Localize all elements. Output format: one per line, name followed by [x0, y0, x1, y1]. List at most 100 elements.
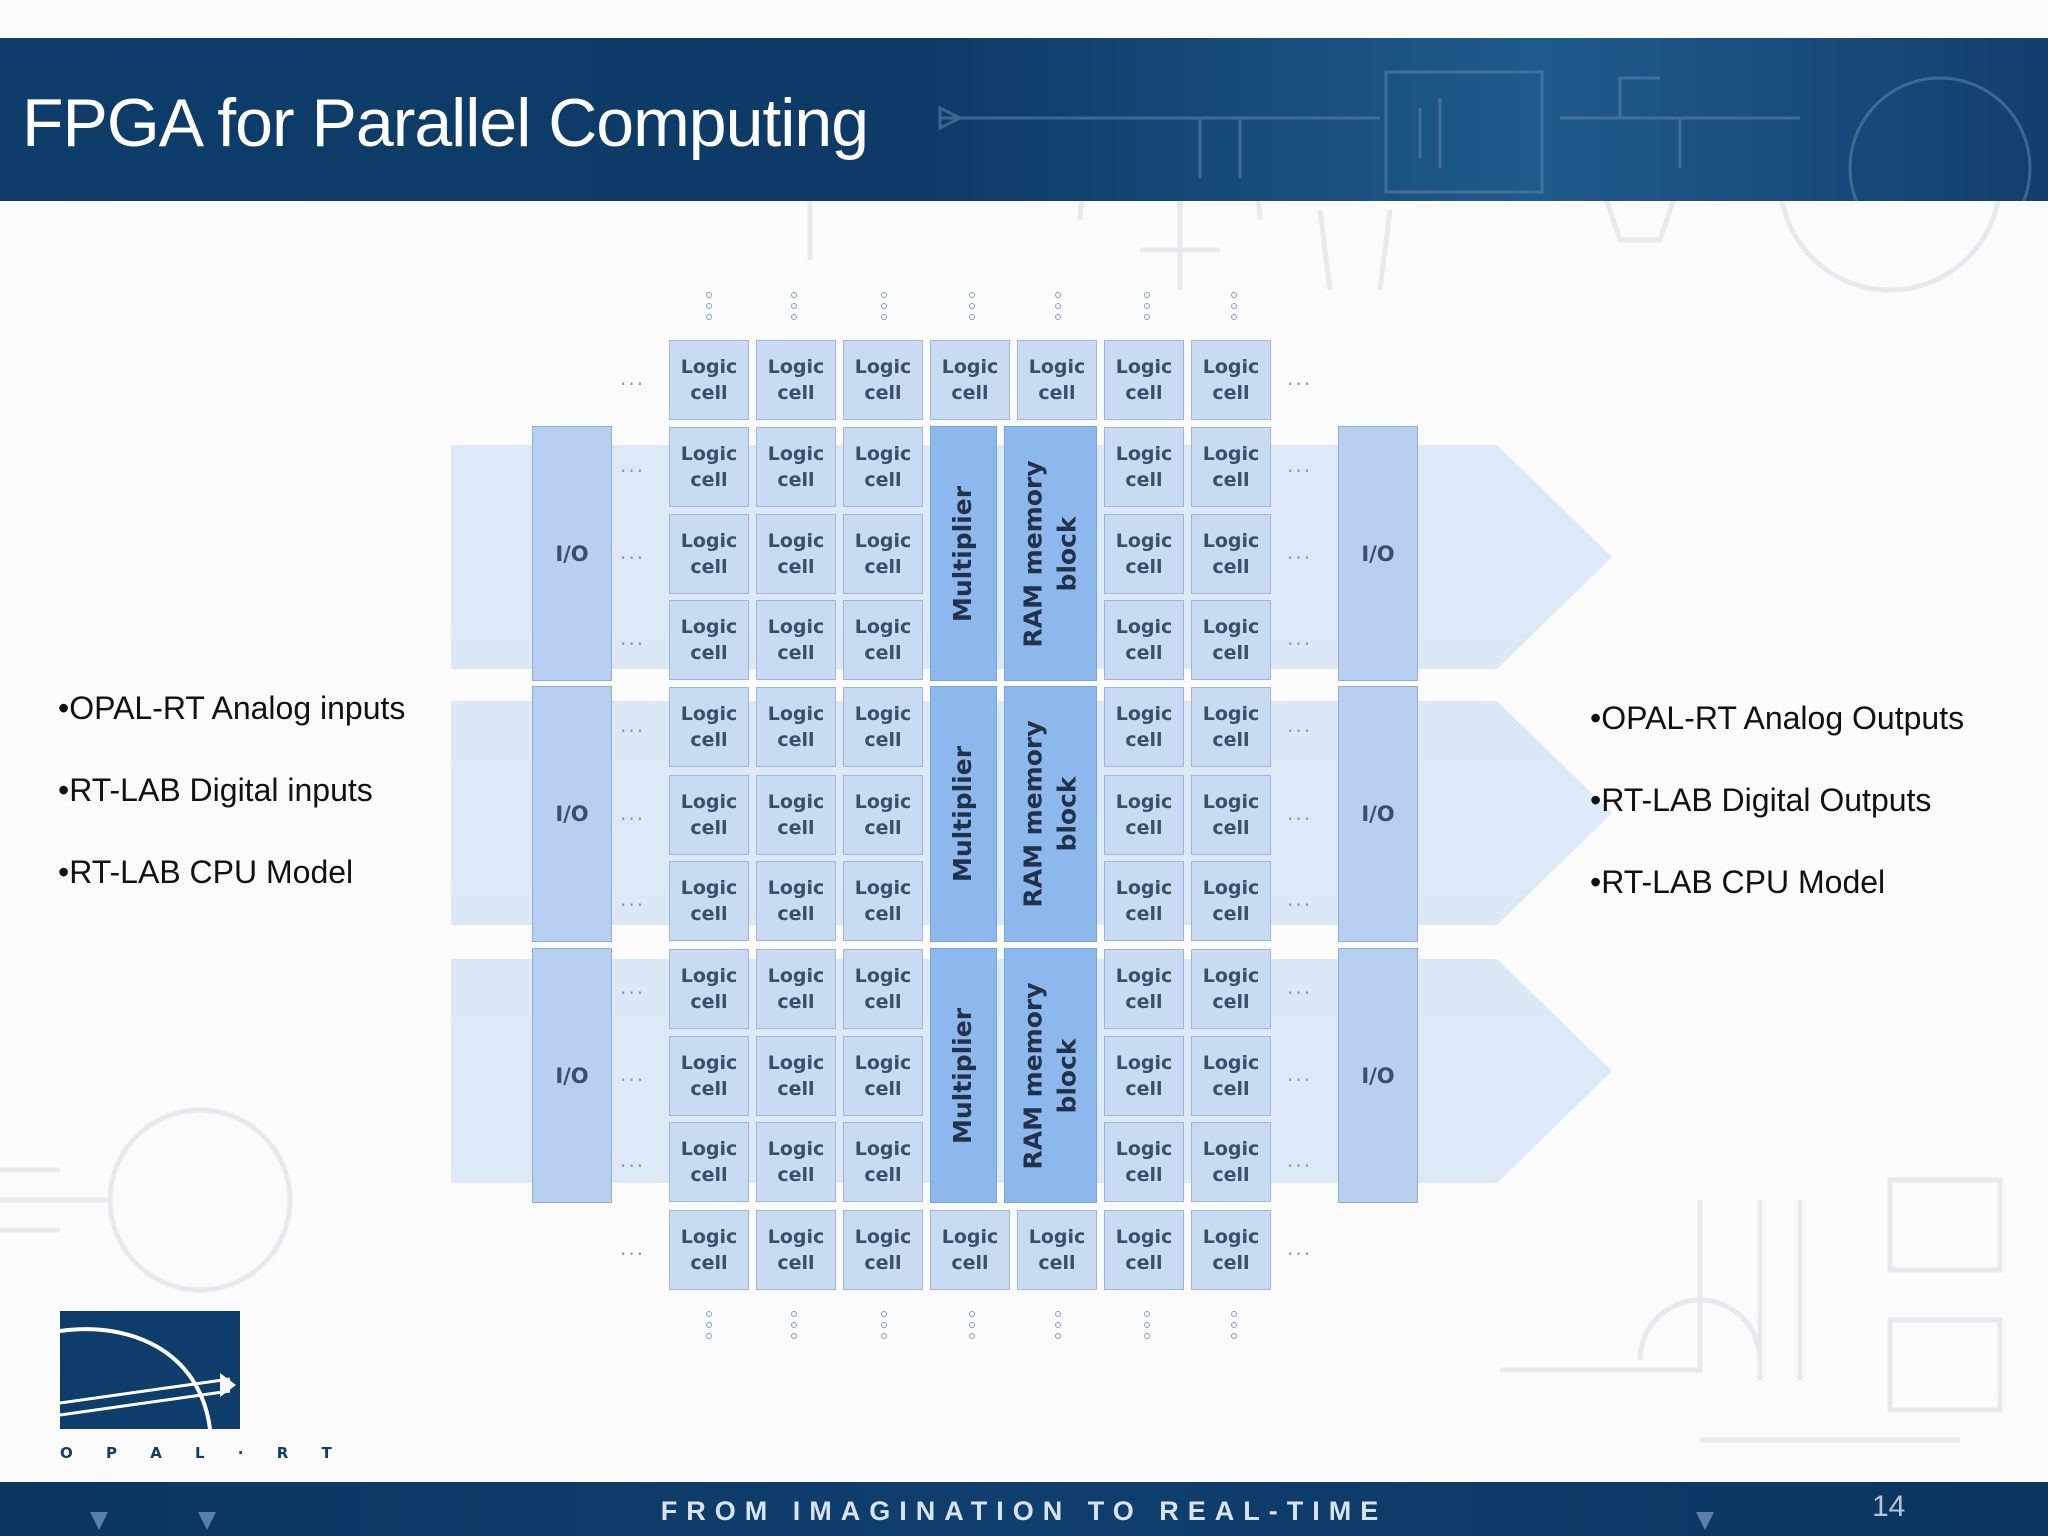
left-bullet-3: •RT-LAB CPU Model: [58, 854, 354, 890]
ellipsis-left: ...: [620, 626, 646, 650]
ellipsis-left: ...: [620, 1062, 646, 1086]
ellipsis-vertical: [881, 292, 887, 325]
ellipsis-vertical: [1144, 292, 1150, 325]
ellipsis-vertical: [1055, 292, 1061, 325]
left-bullet-1: •OPAL-RT Analog inputs: [58, 690, 406, 726]
multiplier-label: Multiplier: [948, 745, 978, 883]
multiplier-block: Multiplier: [930, 426, 997, 681]
ellipsis-vertical: [791, 1311, 797, 1344]
right-bullet-2: •RT-LAB Digital Outputs: [1590, 782, 1932, 818]
footer-tagline: FROM IMAGINATION TO REAL-TIME: [660, 1496, 1388, 1526]
ellipsis-left: ...: [620, 975, 646, 999]
ellipsis-vertical: [1231, 1311, 1237, 1344]
header-circuit-graphic: [938, 70, 2032, 201]
opal-rt-logo-mark: [59, 1311, 240, 1430]
io-block-right: I/O: [1338, 948, 1418, 1203]
ellipsis-right: ...: [1287, 713, 1313, 737]
io-block-left: I/O: [532, 426, 612, 681]
left-bullet-2: •RT-LAB Digital inputs: [58, 772, 373, 808]
ellipsis-vertical: [881, 1311, 887, 1344]
footer-arrows: [90, 1512, 1714, 1530]
logo-text: O P A L · R T: [60, 1444, 346, 1462]
ellipsis-right: ...: [1287, 1062, 1313, 1086]
multiplier-block: Multiplier: [930, 686, 997, 942]
ellipsis-vertical: [791, 292, 797, 325]
ellipsis-vertical: [1055, 1311, 1061, 1344]
ellipsis-left: ...: [620, 887, 646, 911]
multiplier-block: Multiplier: [930, 948, 997, 1203]
ellipsis-left: ...: [620, 1236, 646, 1260]
ellipsis-left: ...: [620, 453, 646, 477]
header-bar: FPGA for Parallel Computing: [0, 38, 2048, 201]
ellipsis-vertical: [969, 1311, 975, 1344]
slide-title: FPGA for Parallel Computing: [22, 85, 869, 161]
io-block-right: I/O: [1338, 686, 1418, 942]
ellipsis-vertical: [1144, 1311, 1150, 1344]
ellipsis-left: ...: [620, 366, 646, 390]
right-bullet-1: •OPAL-RT Analog Outputs: [1590, 700, 1965, 736]
ellipsis-vertical: [1231, 292, 1237, 325]
ellipsis-vertical: [706, 1311, 712, 1344]
